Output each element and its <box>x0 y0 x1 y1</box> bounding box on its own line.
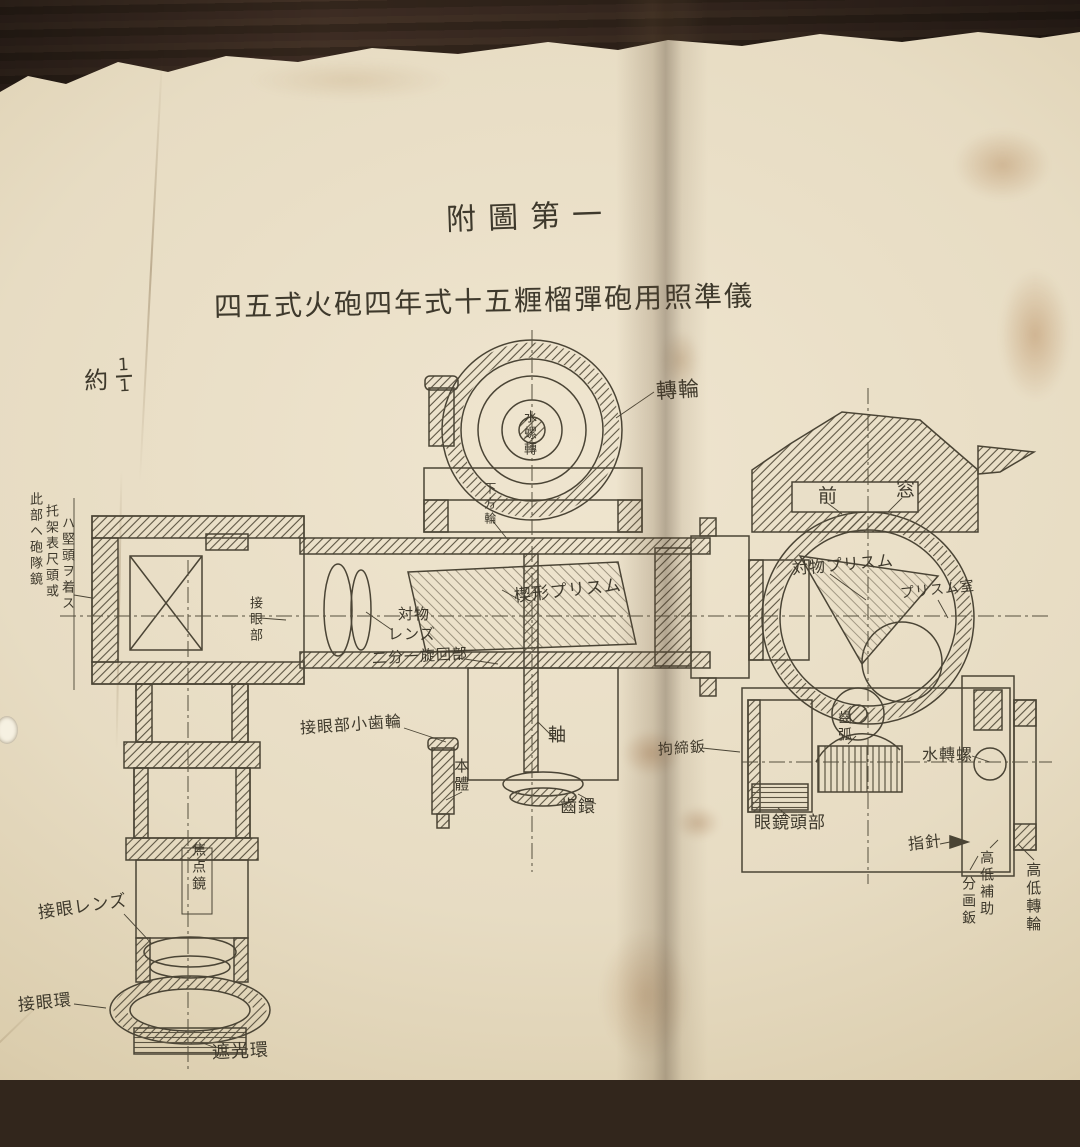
part-label: 此部ヘ砲隊鏡 <box>26 492 42 588</box>
part-label: レンズ <box>388 625 436 643</box>
part-label: 焦点鏡 <box>190 842 207 893</box>
part-label: 前 <box>818 485 839 507</box>
paper-hole <box>0 716 18 744</box>
part-label: 指針 <box>907 831 943 854</box>
part-label: 接眼部 <box>246 596 262 644</box>
part-label: 齒鐶 <box>560 797 596 817</box>
part-label: 窓 <box>896 479 917 501</box>
part-label: 高低轉輪 <box>1024 862 1043 934</box>
part-label: 高低補助 <box>978 850 995 918</box>
part-label: 水轉螺 <box>922 745 974 764</box>
figure-number: 附圖第一 <box>445 197 615 238</box>
scale-prefix: 約 <box>83 365 109 395</box>
part-label: 托架表尺頭或 <box>42 504 58 600</box>
sight-cross-section-diagram <box>60 330 1052 1072</box>
part-label: 軸 <box>548 725 567 746</box>
part-label: 対物 <box>398 605 431 623</box>
scale-numerator: 1 <box>117 354 130 376</box>
part-label: 水螺轉 <box>520 410 536 458</box>
leader-lines <box>73 391 1035 1049</box>
part-label: 本體 <box>452 758 471 794</box>
scale-denominator: 1 <box>118 375 131 397</box>
part-label: 遮光環 <box>211 1039 270 1064</box>
part-label: ハ堅頭ヲ着ス <box>58 516 74 612</box>
centerlines <box>60 330 1052 1072</box>
part-label: 齒弧 <box>836 710 853 744</box>
part-label: 轉輪 <box>655 376 701 404</box>
part-label: 拘締鈑 <box>657 737 707 759</box>
scale-note: 約 1 1 <box>83 354 133 397</box>
scale-fraction: 1 1 <box>115 354 133 397</box>
part-label: 下方輪 <box>482 482 497 527</box>
part-label: 眼鏡頭部 <box>754 813 826 833</box>
part-label: 分画鈑 <box>960 876 977 927</box>
machine-parts <box>91 339 1037 1055</box>
